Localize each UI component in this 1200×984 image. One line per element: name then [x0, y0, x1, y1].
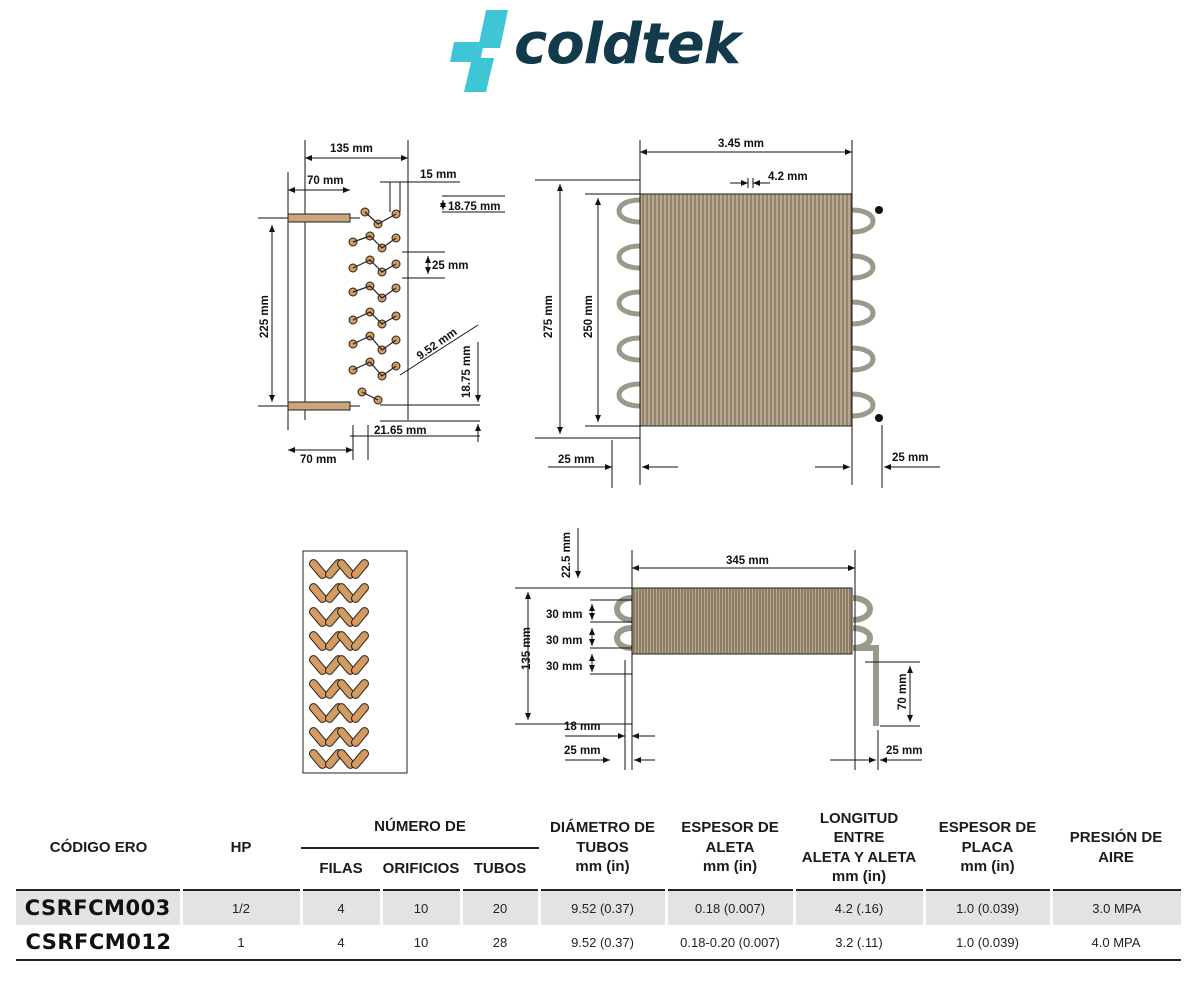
- cell-filas: 4: [299, 890, 381, 925]
- header-hp: HP: [230, 838, 252, 856]
- header-unit: mm (in): [575, 858, 630, 876]
- cell-longitud: 4.2 (.16): [792, 890, 924, 925]
- diagram-front-view: 3.45 mm 4.2 mm 275 mm 250 mm 25 mm 25 mm: [535, 138, 940, 488]
- header-line: PLACA: [961, 838, 1014, 856]
- header-line: PRESIÓN DE: [1069, 829, 1163, 846]
- diagram-tube-pattern: [302, 550, 408, 774]
- cell-orificios: 10: [413, 934, 429, 950]
- dim-label: 18.75 mm: [448, 201, 500, 213]
- dim-label: 25 mm: [558, 454, 594, 466]
- header-unit: mm (in): [831, 868, 887, 885]
- dim-label: 25 mm: [432, 260, 468, 272]
- header-diametro: DIÁMETRO DE TUBOS mm (in): [539, 806, 666, 890]
- header-longitud: LONGITUD ENTRE ALETA Y ALETA mm (in): [794, 806, 924, 890]
- coldtek-logo-icon: [450, 10, 508, 92]
- table-row: CSRFCM003 1/2 4 10 20 9.52 (0.37) 0.18 (…: [16, 890, 1181, 925]
- header-line: LONGITUD ENTRE: [819, 809, 899, 847]
- table-row: CSRFCM012 1 4 10 28 9.52 (0.37) 0.18-0.2…: [16, 925, 1181, 960]
- cell-espesor-aleta: 0.18-0.20 (0.007): [680, 934, 780, 950]
- header-unit: mm (in): [702, 858, 758, 876]
- cell-longitud: 3.2 (.11): [835, 934, 883, 950]
- header-tubos: TUBOS: [473, 860, 527, 878]
- dim-label: 4.2 mm: [768, 171, 808, 183]
- header-line: ALETA Y ALETA: [801, 848, 917, 866]
- cell-espesor-placa: 1.0 (0.039): [922, 890, 1051, 925]
- dim-label: 70 mm: [307, 175, 343, 187]
- cell-codigo: CSRFCM003: [16, 890, 181, 925]
- dim-label: 18 mm: [564, 721, 600, 733]
- dim-label: 225 mm: [259, 295, 271, 338]
- header-numero-de: NÚMERO DE: [301, 806, 539, 849]
- spec-table: CÓDIGO ERO HP NÚMERO DE DIÁMETRO DE TUBO…: [16, 806, 1181, 961]
- dim-label: 18.75 mm: [461, 346, 473, 398]
- diagram-side-view: 135 mm 70 mm 15 mm 18.75 mm 25 mm 225 mm…: [258, 140, 505, 466]
- cell-presion: 4.0 MPA: [1091, 934, 1141, 950]
- cell-diametro: 9.52 (0.37): [571, 934, 634, 950]
- dim-label: 250 mm: [583, 295, 595, 338]
- dim-label: 25 mm: [886, 745, 922, 757]
- header-line: ALETA: [705, 838, 755, 856]
- dim-label: 135 mm: [521, 627, 533, 670]
- cell-hp: 1/2: [179, 890, 301, 925]
- dim-label: 70 mm: [300, 454, 336, 466]
- cell-tubos: 20: [459, 890, 539, 925]
- header-espesor-aleta: ESPESOR DE ALETA mm (in): [666, 806, 794, 890]
- header-line: TUBOS: [576, 838, 629, 856]
- header-presion: PRESIÓN DE AIRE: [1051, 806, 1181, 890]
- header-line: AIRE: [1098, 848, 1134, 866]
- cell-tubos: 28: [492, 934, 508, 950]
- header-line: ESPESOR DE: [938, 819, 1037, 837]
- header-filas: FILAS: [319, 860, 363, 878]
- dim-label: 345 mm: [726, 555, 769, 567]
- diagram-top-view: 345 mm 22.5 mm 135 mm 30 mm 30 mm 30 mm …: [515, 528, 922, 770]
- dim-label: 21.65 mm: [374, 425, 426, 437]
- cell-espesor-aleta: 0.18 (0.007): [664, 890, 794, 925]
- dim-label: 30 mm: [546, 661, 582, 673]
- cell-presion: 3.0 MPA: [1049, 890, 1181, 925]
- cell-diametro: 9.52 (0.37): [537, 890, 666, 925]
- header-line: DIÁMETRO DE: [550, 819, 655, 837]
- cell-espesor-placa: 1.0 (0.039): [956, 934, 1019, 950]
- dim-label: 9.52 mm: [415, 326, 460, 362]
- dim-label: 275 mm: [543, 295, 555, 338]
- dim-label: 30 mm: [546, 635, 582, 647]
- brand-logo: coldtek: [444, 8, 764, 94]
- cell-hp: 1: [237, 934, 245, 950]
- header-codigo: CÓDIGO ERO: [49, 838, 148, 856]
- cell-orificios: 10: [379, 890, 461, 925]
- dim-label: 135 mm: [330, 143, 373, 155]
- header-unit: mm (in): [960, 858, 1015, 876]
- cell-codigo: CSRFCM012: [25, 930, 172, 954]
- dim-label: 15 mm: [420, 169, 456, 181]
- dim-label: 30 mm: [546, 609, 582, 621]
- brand-name: coldtek: [514, 12, 741, 77]
- dim-label: 25 mm: [892, 452, 928, 464]
- header-espesor-placa: ESPESOR DE PLACA mm (in): [924, 806, 1051, 890]
- header-line: ESPESOR DE: [681, 819, 779, 837]
- dim-label: 22.5 mm: [561, 532, 573, 578]
- cell-filas: 4: [337, 934, 345, 950]
- header-orificios: ORIFICIOS: [382, 860, 460, 878]
- dim-label: 25 mm: [564, 745, 600, 757]
- dim-label: 3.45 mm: [718, 138, 764, 150]
- dim-label: 70 mm: [897, 674, 909, 710]
